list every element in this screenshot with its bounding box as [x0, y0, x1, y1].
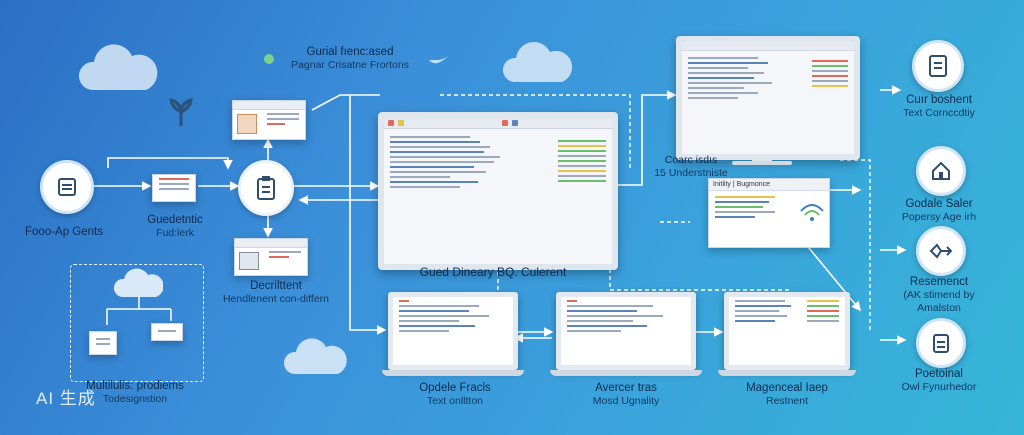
sprout-icon	[264, 54, 274, 64]
top-title-line2: Pagnar Crisatne Frortons	[291, 59, 409, 71]
portal-node-label: Poetoinal Owl Fynurhedor	[880, 368, 998, 394]
scale-node-line1: Godale Saler	[905, 198, 973, 210]
core-note-line1: Coarc isdıs	[664, 154, 718, 166]
laptop-3-line1: Magenceal Iaep	[746, 382, 828, 394]
hub-label-line2: Fud:lerk	[156, 227, 194, 239]
scale-node-label: Godale Saler Popersy Age irh	[880, 198, 998, 224]
hub-node[interactable]	[238, 160, 294, 216]
document-label: Decrilttent Hendlenent con-differn	[206, 280, 346, 306]
text-node-line1: Cuır boshent	[906, 94, 972, 106]
image-thumb-icon	[239, 252, 259, 270]
laptop-3[interactable]	[718, 292, 856, 378]
monitor-base	[732, 161, 792, 165]
multi-label-line1: Multilulis: prodiems	[86, 380, 184, 392]
food-agents-label: Fooo-Ap Gents	[25, 226, 103, 238]
server-card[interactable]	[89, 331, 117, 355]
node-card[interactable]	[151, 323, 183, 341]
text-node-line2: Text Cornccdtiy	[903, 107, 975, 119]
scale-node[interactable]	[916, 146, 966, 196]
document-icon	[929, 55, 947, 77]
link-icon	[929, 243, 953, 259]
research-node-line2: (AK stimend by	[903, 289, 975, 301]
tree-connector	[106, 297, 172, 325]
multi-process-box	[70, 264, 204, 382]
top-title-line1: Gurial fıenc:ased	[306, 46, 394, 58]
form-card[interactable]	[152, 174, 196, 202]
top-title: Gurial fıenc:ased Pagnar Crisatne Frorto…	[270, 46, 430, 72]
cloud-icon	[78, 44, 158, 90]
status-panel[interactable]: Initlity | Bugmonce	[708, 178, 830, 248]
plant-icon	[169, 98, 193, 126]
right-top-screen[interactable]	[676, 36, 860, 160]
cloud-icon	[283, 338, 347, 374]
clipboard-icon	[257, 176, 275, 200]
laptop-3-label: Magenceal Iaep Restnent	[712, 382, 862, 408]
wifi-icon	[800, 204, 824, 221]
core-note-line2: 15 Understniste	[654, 167, 728, 179]
document-label-line1: Decrilttent	[250, 280, 302, 292]
document-label-line2: Hendlenent con-differn	[222, 293, 330, 305]
laptop-2-line1: Avercer tras	[595, 382, 657, 394]
laptop-2-label: Avercer tras Mosd Ugnality	[546, 382, 706, 408]
laptop-1-label: Opdele Fracls Text onlltton	[380, 382, 530, 408]
laptop-1-line2: Text onlltton	[426, 395, 484, 407]
database-icon	[58, 178, 76, 196]
research-node-line3: Amalston	[917, 302, 961, 314]
research-node-label: Resemenct (AK stimend by Amalston	[880, 276, 998, 315]
laptop-2[interactable]	[550, 292, 702, 378]
center-screen-label: Gued Dineary BQ. Culerent	[419, 265, 567, 279]
monitor-stand	[752, 154, 772, 162]
laptop-1[interactable]	[382, 292, 524, 378]
home-icon	[932, 161, 950, 180]
top-preview-card[interactable]	[232, 100, 306, 140]
scale-node-line2: Popersy Age irh	[901, 211, 977, 223]
status-panel-title: Initlity | Bugmonce	[709, 179, 829, 191]
image-thumb-icon	[237, 114, 257, 134]
clipboard-icon	[933, 334, 949, 353]
laptop-1-line1: Opdele Fracls	[419, 382, 491, 394]
laptop-3-line2: Restnent	[765, 395, 809, 407]
laptop-2-line2: Mosd Ugnality	[592, 395, 660, 407]
hub-label-line1: Guedetntic	[147, 214, 203, 226]
core-note: Coarc isdıs 15 Understniste	[646, 154, 736, 180]
cloud-icon	[114, 268, 163, 297]
research-node[interactable]	[916, 226, 966, 276]
food-agents-node[interactable]	[40, 160, 94, 214]
research-node-line1: Resemenct	[909, 276, 969, 288]
multi-label-line2: Todesignstion	[102, 393, 168, 405]
bird-icon	[429, 56, 448, 64]
multi-label: Multilulis: prodiems Todesignstion	[60, 380, 210, 406]
document-card[interactable]	[234, 238, 308, 276]
watermark: AI 生成	[36, 389, 96, 408]
text-node-label: Cuır boshent Text Cornccdtiy	[880, 94, 998, 120]
center-screen[interactable]	[378, 112, 618, 270]
portal-node[interactable]	[916, 318, 966, 368]
cloud-icon	[502, 42, 573, 82]
text-node[interactable]	[912, 40, 964, 92]
hub-label: Guedetntic Fud:lerk	[130, 214, 220, 240]
portal-node-line1: Poetoinal	[915, 368, 963, 380]
portal-node-line2: Owl Fynurhedor	[901, 381, 977, 393]
